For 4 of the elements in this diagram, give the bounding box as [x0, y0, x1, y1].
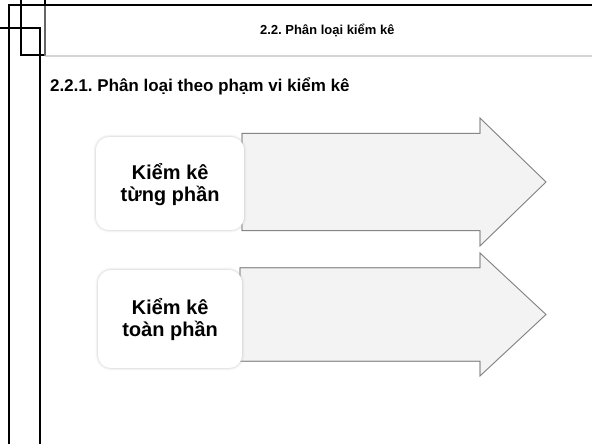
- title: 2.2. Phân loại kiểm kê: [260, 22, 394, 37]
- label-box: Kiểm kê toàn phần: [98, 270, 242, 368]
- label-box: Kiểm kê từng phần: [96, 137, 244, 230]
- section-heading: 2.2.1. Phân loại theo phạm vi kiểm kê: [50, 76, 350, 96]
